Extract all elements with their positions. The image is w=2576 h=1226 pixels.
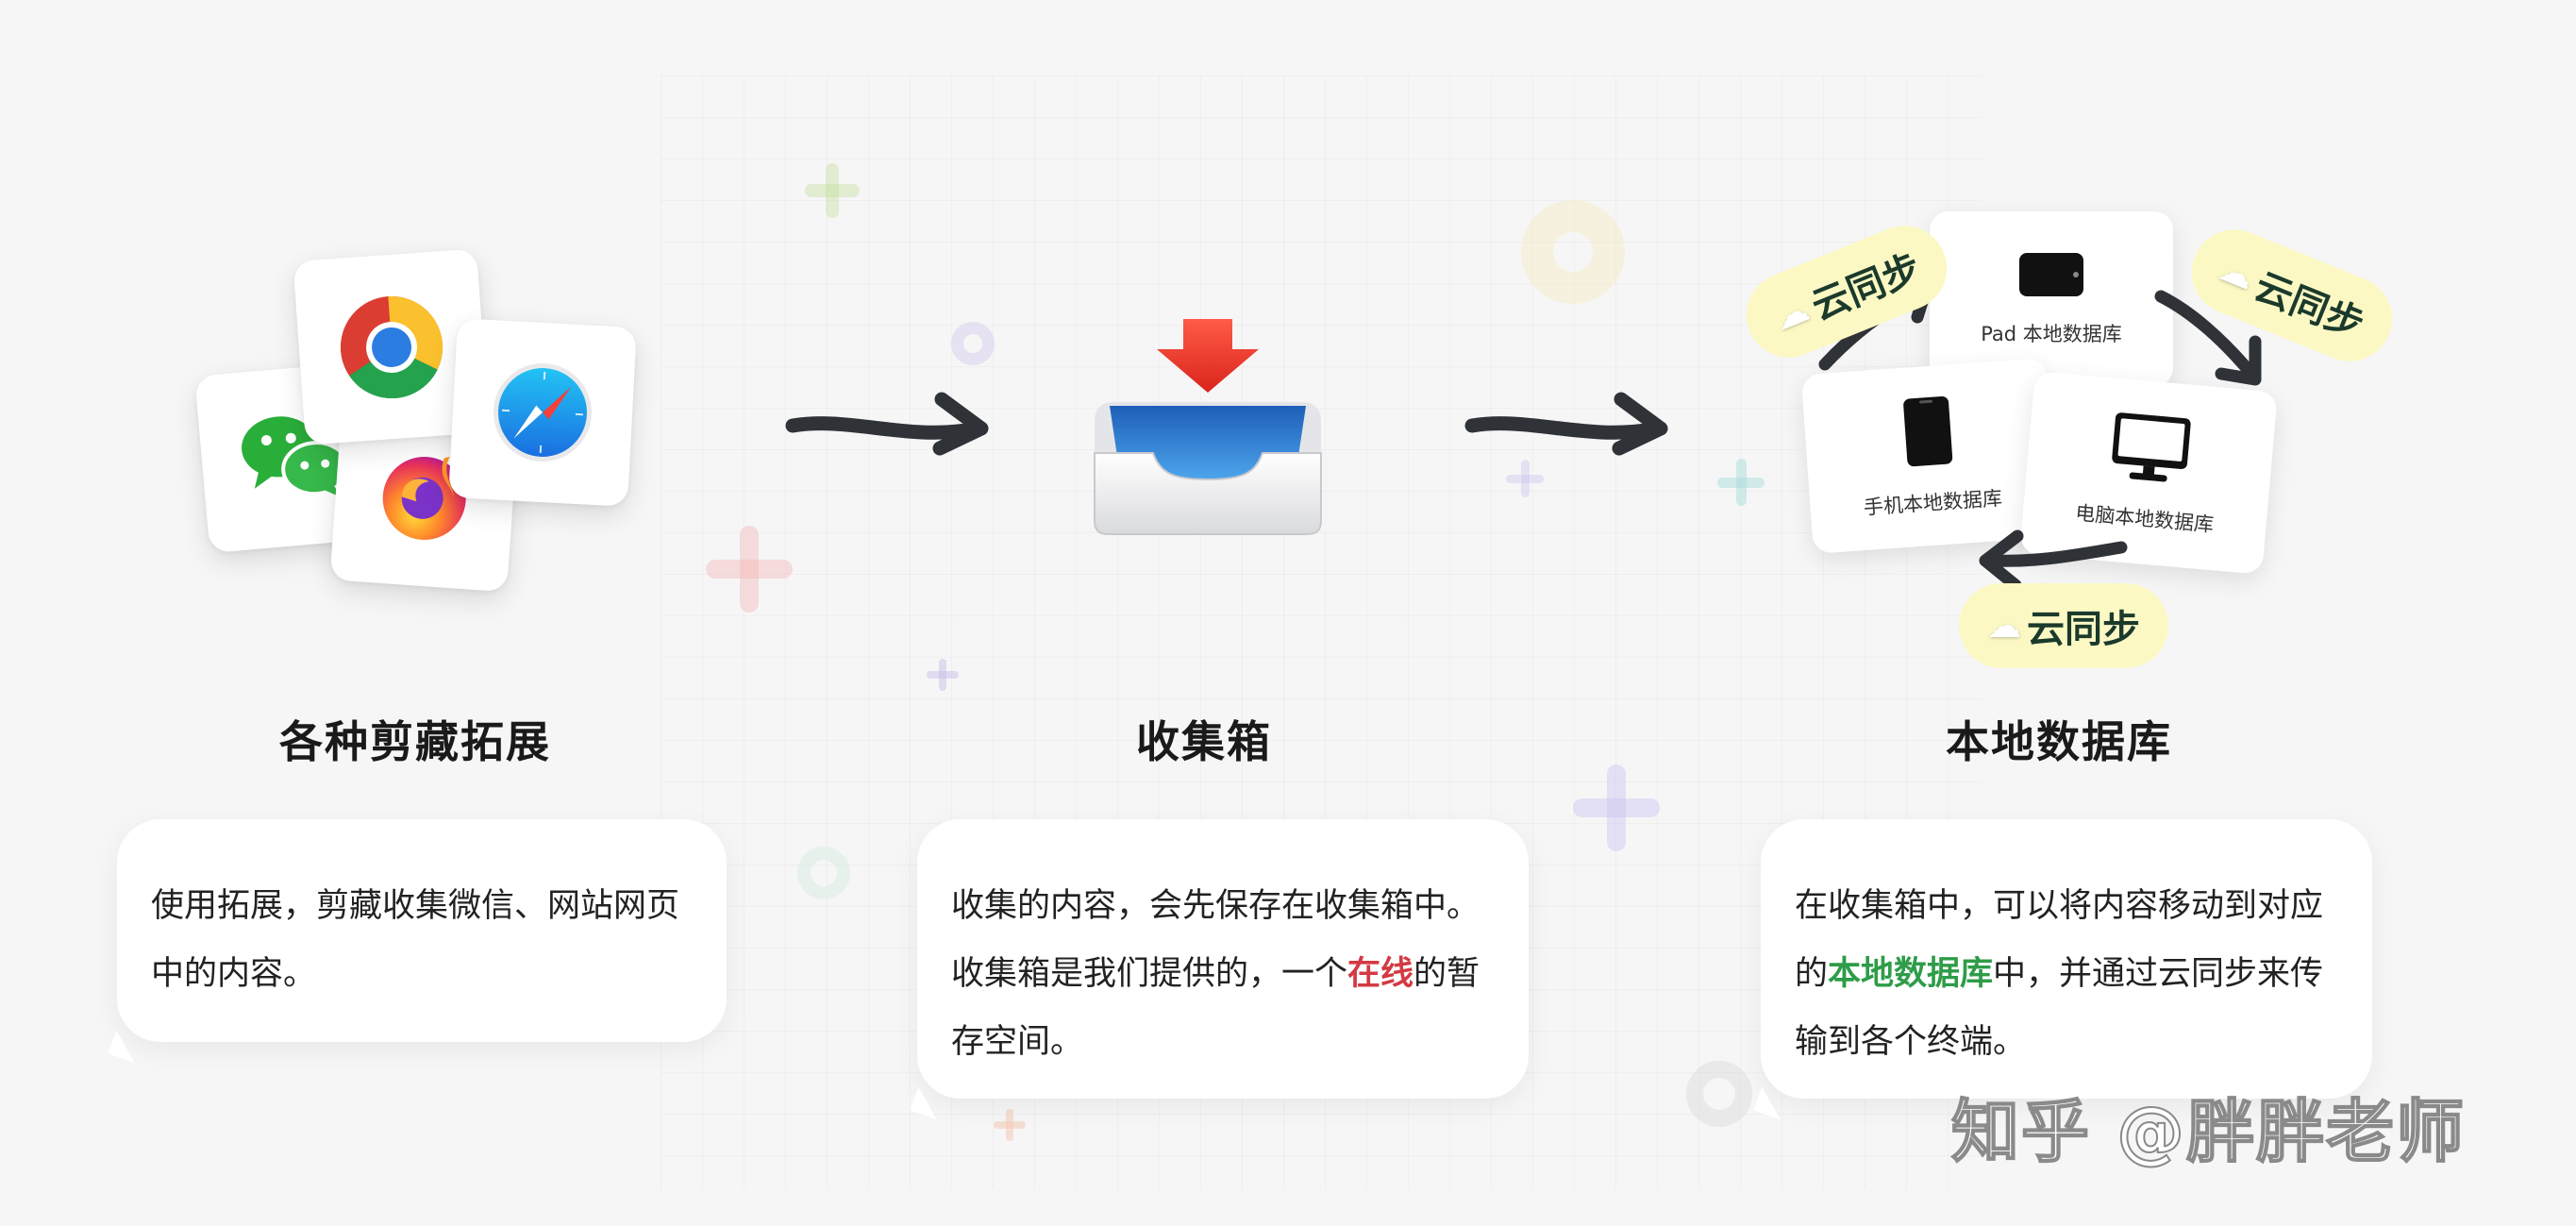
flow-arrow-2 <box>1464 392 1668 456</box>
inbox-desc-line-2-post: 的暂 <box>1413 955 1480 993</box>
local-db-desc-line-2-post: 中，并通过云同步来传 <box>1993 955 2324 993</box>
firefox-icon <box>382 456 466 540</box>
inbox-desc-line-2: 收集箱是我们提供的，一个在线的暂 <box>951 940 1495 1008</box>
cloud-icon: ☁ <box>1768 289 1815 339</box>
decor-plus-purple-large <box>1573 764 1660 851</box>
phone-db-label: 手机本地数据库 <box>1863 486 2003 519</box>
decor-plus-green <box>805 163 860 218</box>
phone-icon <box>1903 395 1953 467</box>
bubble-tail <box>108 1030 143 1064</box>
decor-plus-lavender-small <box>927 659 959 691</box>
flow-arrow-1 <box>785 392 989 456</box>
local-db-highlight: 本地数据库 <box>1828 955 1994 993</box>
decor-plus-teal <box>1717 459 1765 506</box>
decor-plus-pink <box>706 526 793 613</box>
inbox-tray-icon <box>1094 319 1322 535</box>
inbox-description: 收集的内容，会先保存在收集箱中。 收集箱是我们提供的，一个在线的暂 存空间。 <box>910 819 1529 1120</box>
inbox-desc-line-1: 收集的内容，会先保存在收集箱中。 <box>951 887 1480 925</box>
sync-badge-bottom: ☁ 云同步 <box>1959 583 2168 668</box>
cloud-icon: ☁ <box>1987 606 2021 646</box>
tablet-icon <box>2019 253 2083 296</box>
pc-db-card: 电脑本地数据库 <box>2019 371 2278 575</box>
zhihu-watermark: 知乎 @胖胖老师 <box>1950 1091 2467 1172</box>
safari-icon <box>493 363 592 462</box>
decor-ring-lilac <box>951 322 995 365</box>
monitor-icon <box>2112 412 2191 482</box>
inbox-desc-line-3: 存空间。 <box>951 1023 1084 1061</box>
extensions-heading: 各种剪藏拓展 <box>279 716 551 767</box>
pad-db-label: Pad 本地数据库 <box>1981 323 2122 345</box>
sync-arrow-pad-to-pc <box>2154 290 2262 386</box>
sync-arrow-pc-to-phone <box>1979 529 2128 592</box>
local-db-desc-line-2: 的本地数据库中，并通过云同步来传 <box>1795 940 2338 1008</box>
chrome-card <box>293 248 490 445</box>
decor-ring-yellow <box>1521 200 1625 304</box>
decor-ring-grey <box>1686 1061 1752 1127</box>
inbox-desc-line-2-pre: 收集箱是我们提供的，一个 <box>951 955 1348 993</box>
local-db-heading: 本地数据库 <box>1946 716 2172 767</box>
inbox-heading: 收集箱 <box>1136 716 1272 767</box>
decor-ring-mint <box>797 847 850 899</box>
online-highlight: 在线 <box>1347 955 1414 993</box>
cloud-icon: ☁ <box>2214 248 2260 298</box>
extensions-desc-line-1: 使用拓展，剪藏收集微信、网站网页 <box>151 887 680 925</box>
decor-plus-lavender <box>1506 460 1544 497</box>
wechat-icon <box>242 416 350 498</box>
decor-plus-peach <box>994 1109 1026 1141</box>
safari-card <box>448 318 637 507</box>
phone-db-card: 手机本地数据库 <box>1800 358 2059 554</box>
extensions-desc-line-2: 中的内容。 <box>151 955 317 993</box>
local-db-description: 在收集箱中，可以将内容移动到对应 的本地数据库中，并通过云同步来传 输到各个终端… <box>1753 819 2372 1120</box>
local-db-desc-line-3: 输到各个终端。 <box>1795 1023 2027 1061</box>
local-db-desc-line-1: 在收集箱中，可以将内容移动到对应 <box>1795 887 2324 925</box>
chrome-icon <box>340 295 443 398</box>
wechat-card <box>194 360 394 554</box>
extensions-description: 使用拓展，剪藏收集微信、网站网页 中的内容。 <box>108 819 727 1064</box>
sync-label: 云同步 <box>2027 608 2140 651</box>
firefox-card <box>329 395 520 593</box>
pad-db-card: Pad 本地数据库 <box>1930 211 2173 387</box>
local-db-desc-line-2-pre: 的 <box>1795 955 1829 993</box>
